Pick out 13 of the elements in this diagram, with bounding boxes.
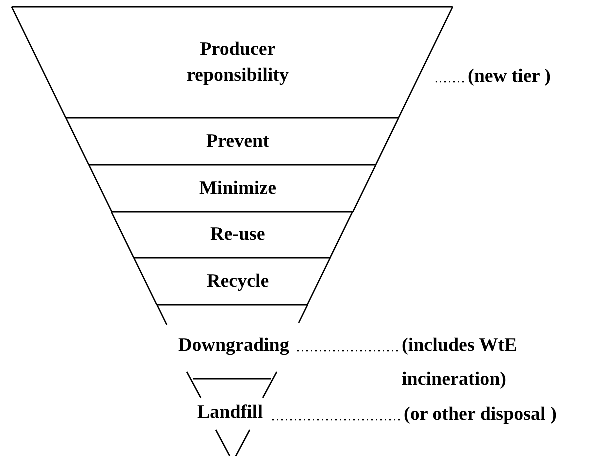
tier-label: Downgrading [178, 334, 290, 358]
note-text: (new tier ) [468, 60, 613, 94]
note-text: (or other disposal ) [404, 398, 616, 432]
note-text: (includes WtE incineration) [402, 329, 616, 397]
leader-line [269, 419, 400, 421]
tier-label: Landfill [198, 401, 263, 425]
tier-label: Prevent [206, 130, 270, 154]
tier-label: Producer reponsibility [186, 38, 290, 88]
tier-label: Minimize [199, 176, 277, 200]
leader-line [436, 81, 464, 83]
tier-label: Recycle [206, 270, 270, 294]
leader-line [296, 350, 398, 352]
tier-label: Re-use [210, 223, 266, 247]
